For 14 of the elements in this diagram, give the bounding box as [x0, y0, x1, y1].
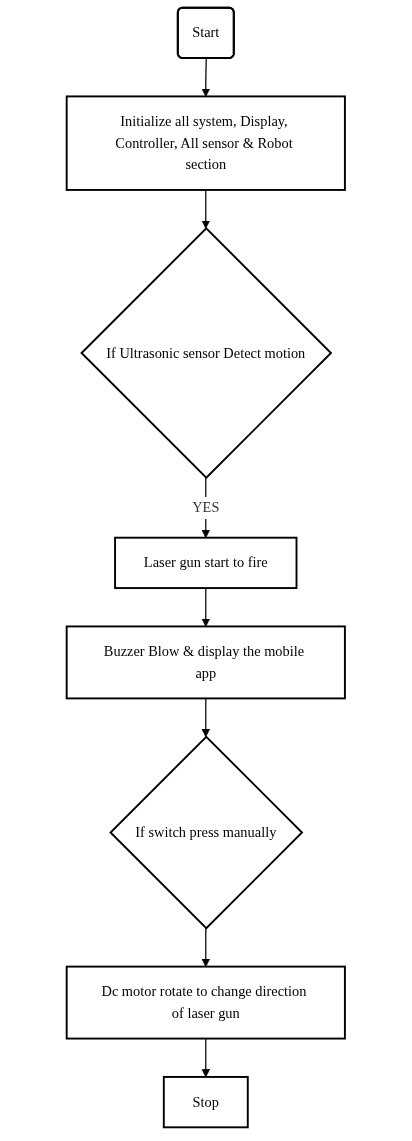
- node-box: Buzzer Blow & display the mobile app: [65, 625, 347, 700]
- node-box: Initialize all system, Display, Controller, All sensor & Robot section: [65, 95, 347, 191]
- node-box: Dc motor rotate to change direction of laser gun: [65, 965, 347, 1040]
- edge-label: YES: [192, 499, 220, 516]
- arrow: [201, 927, 211, 967]
- arrow: [201, 697, 211, 738]
- arrow: [201, 57, 211, 97]
- node-box: Laser gun start to fire: [114, 536, 298, 590]
- arrow: [201, 189, 211, 229]
- node-diamond: If switch press manually: [109, 735, 304, 930]
- arrow: [201, 1037, 211, 1078]
- arrow: [201, 587, 211, 627]
- node-box: Stop: [163, 1076, 249, 1129]
- node-diamond: If Ultrasonic sensor Detect motion: [80, 227, 333, 480]
